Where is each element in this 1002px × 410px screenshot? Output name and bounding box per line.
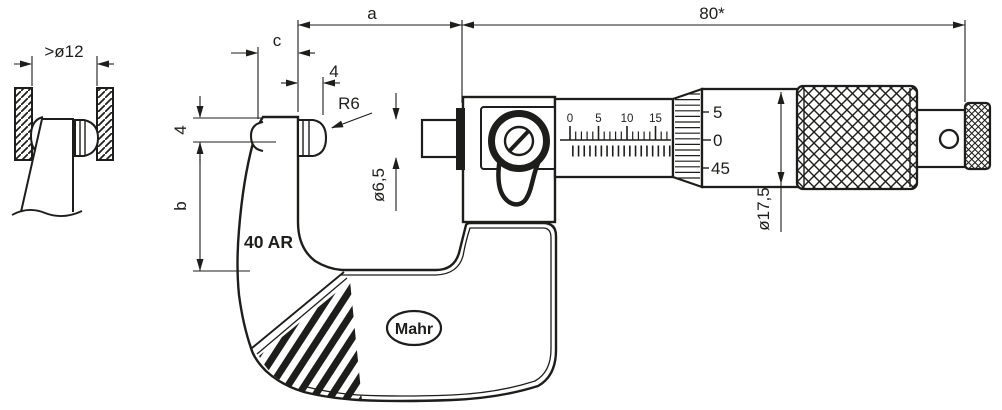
arrowhead [286,79,298,87]
lock-screw-slot [507,129,531,153]
brand-logo-ellipse [385,309,443,347]
sleeve-scale-numbers: 0 5 10 15 [567,113,662,125]
dimension-extension-lines [193,20,966,272]
knurled-grip-texture [797,86,917,189]
spindle-collar [456,108,465,170]
anvil-back-boss [249,120,264,153]
arrowhead [392,108,400,120]
arrowhead [953,21,965,29]
sleeve-scale-number-10: 10 [621,113,634,125]
thimble-bevel-graduations [675,93,700,179]
dimension-bore-diameter: >ø12 [14,42,114,86]
break-line [11,209,83,217]
arrowhead [462,21,474,29]
grip-pad-edge-outer [251,271,345,349]
detail-view-bore-measurement: >ø12 [11,42,114,217]
dimension-b: b [171,142,204,271]
sleeve-scale-number-5: 5 [595,113,601,125]
dimension-tip-radius: R6 [331,94,373,129]
bore-diameter-label: >ø12 [44,42,83,61]
thimble-scale-number-45: 45 [711,159,730,178]
arrowhead [97,60,109,68]
bore-wall-left-hatch [15,88,32,160]
overall-length-label: 80* [699,4,725,23]
micrometer-frame: Mahr 40 AR [236,115,558,403]
ratchet-hole [938,128,960,150]
dimension-c: c [231,31,315,57]
ratchet-assembly [795,84,992,191]
spindle-and-hub [420,95,557,224]
dimension-face-offset: 4 [171,96,204,164]
arrowhead [323,79,335,87]
sleeve-body [553,97,675,179]
spindle-diameter-label: ø6,5 [369,168,388,202]
arrowhead [298,21,310,29]
arrowhead [246,49,258,57]
anvil-tip-length-label: 4 [329,62,338,81]
dimension-b-label: b [171,201,190,210]
arrowhead [20,60,32,68]
spindle [420,118,460,159]
dimension-thimble-diameter: ø17,5 [754,92,785,232]
thimble-scale-number-5: 5 [713,103,722,122]
thimble-scale-number-0: 0 [713,131,722,150]
dimension-anvil-tip-length: 4 [281,62,340,87]
arrowhead [450,21,462,29]
frame-arm-outline [20,118,74,213]
arrowhead [331,120,344,128]
tip-radius-label: R6 [338,94,360,113]
arrowhead [196,106,204,118]
sleeve-scale-ticks [569,126,671,157]
sleeve-scale-number-15: 15 [649,113,662,125]
sleeve-barrel: 0 5 10 15 [553,97,675,179]
frame-inner-contour [306,227,552,397]
spindle-tip-face [74,119,100,157]
arrowhead [777,92,785,104]
thimble-scale-numbers: 5 0 45 [711,103,730,178]
ratchet-cap-texture [965,103,990,169]
dimension-a: a [298,4,462,29]
grip-pad-edge-inner [256,277,348,355]
thimble: 5 0 45 [671,87,800,189]
face-offset-label: 4 [171,125,190,134]
dimension-overall-length: 80* [462,4,965,29]
brand-logo: Mahr [395,321,433,338]
frame-arm-fill [21,119,73,212]
model-label: 40 AR [244,232,293,252]
dimension-c-label: c [273,31,282,50]
thimble-body [700,87,800,189]
arrowhead [196,259,204,271]
thimble-diameter-label: ø17,5 [754,187,773,230]
arrowhead [392,157,400,169]
bore-wall-right-hatch [97,88,113,160]
dimension-spindle-diameter: ø6,5 [369,93,400,211]
anvil-tip [296,118,328,158]
arrowhead [777,172,785,184]
dimension-a-label: a [367,4,377,23]
sleeve-scale-number-0: 0 [567,113,573,125]
lock-lever [480,106,557,207]
arrowhead [298,49,310,57]
